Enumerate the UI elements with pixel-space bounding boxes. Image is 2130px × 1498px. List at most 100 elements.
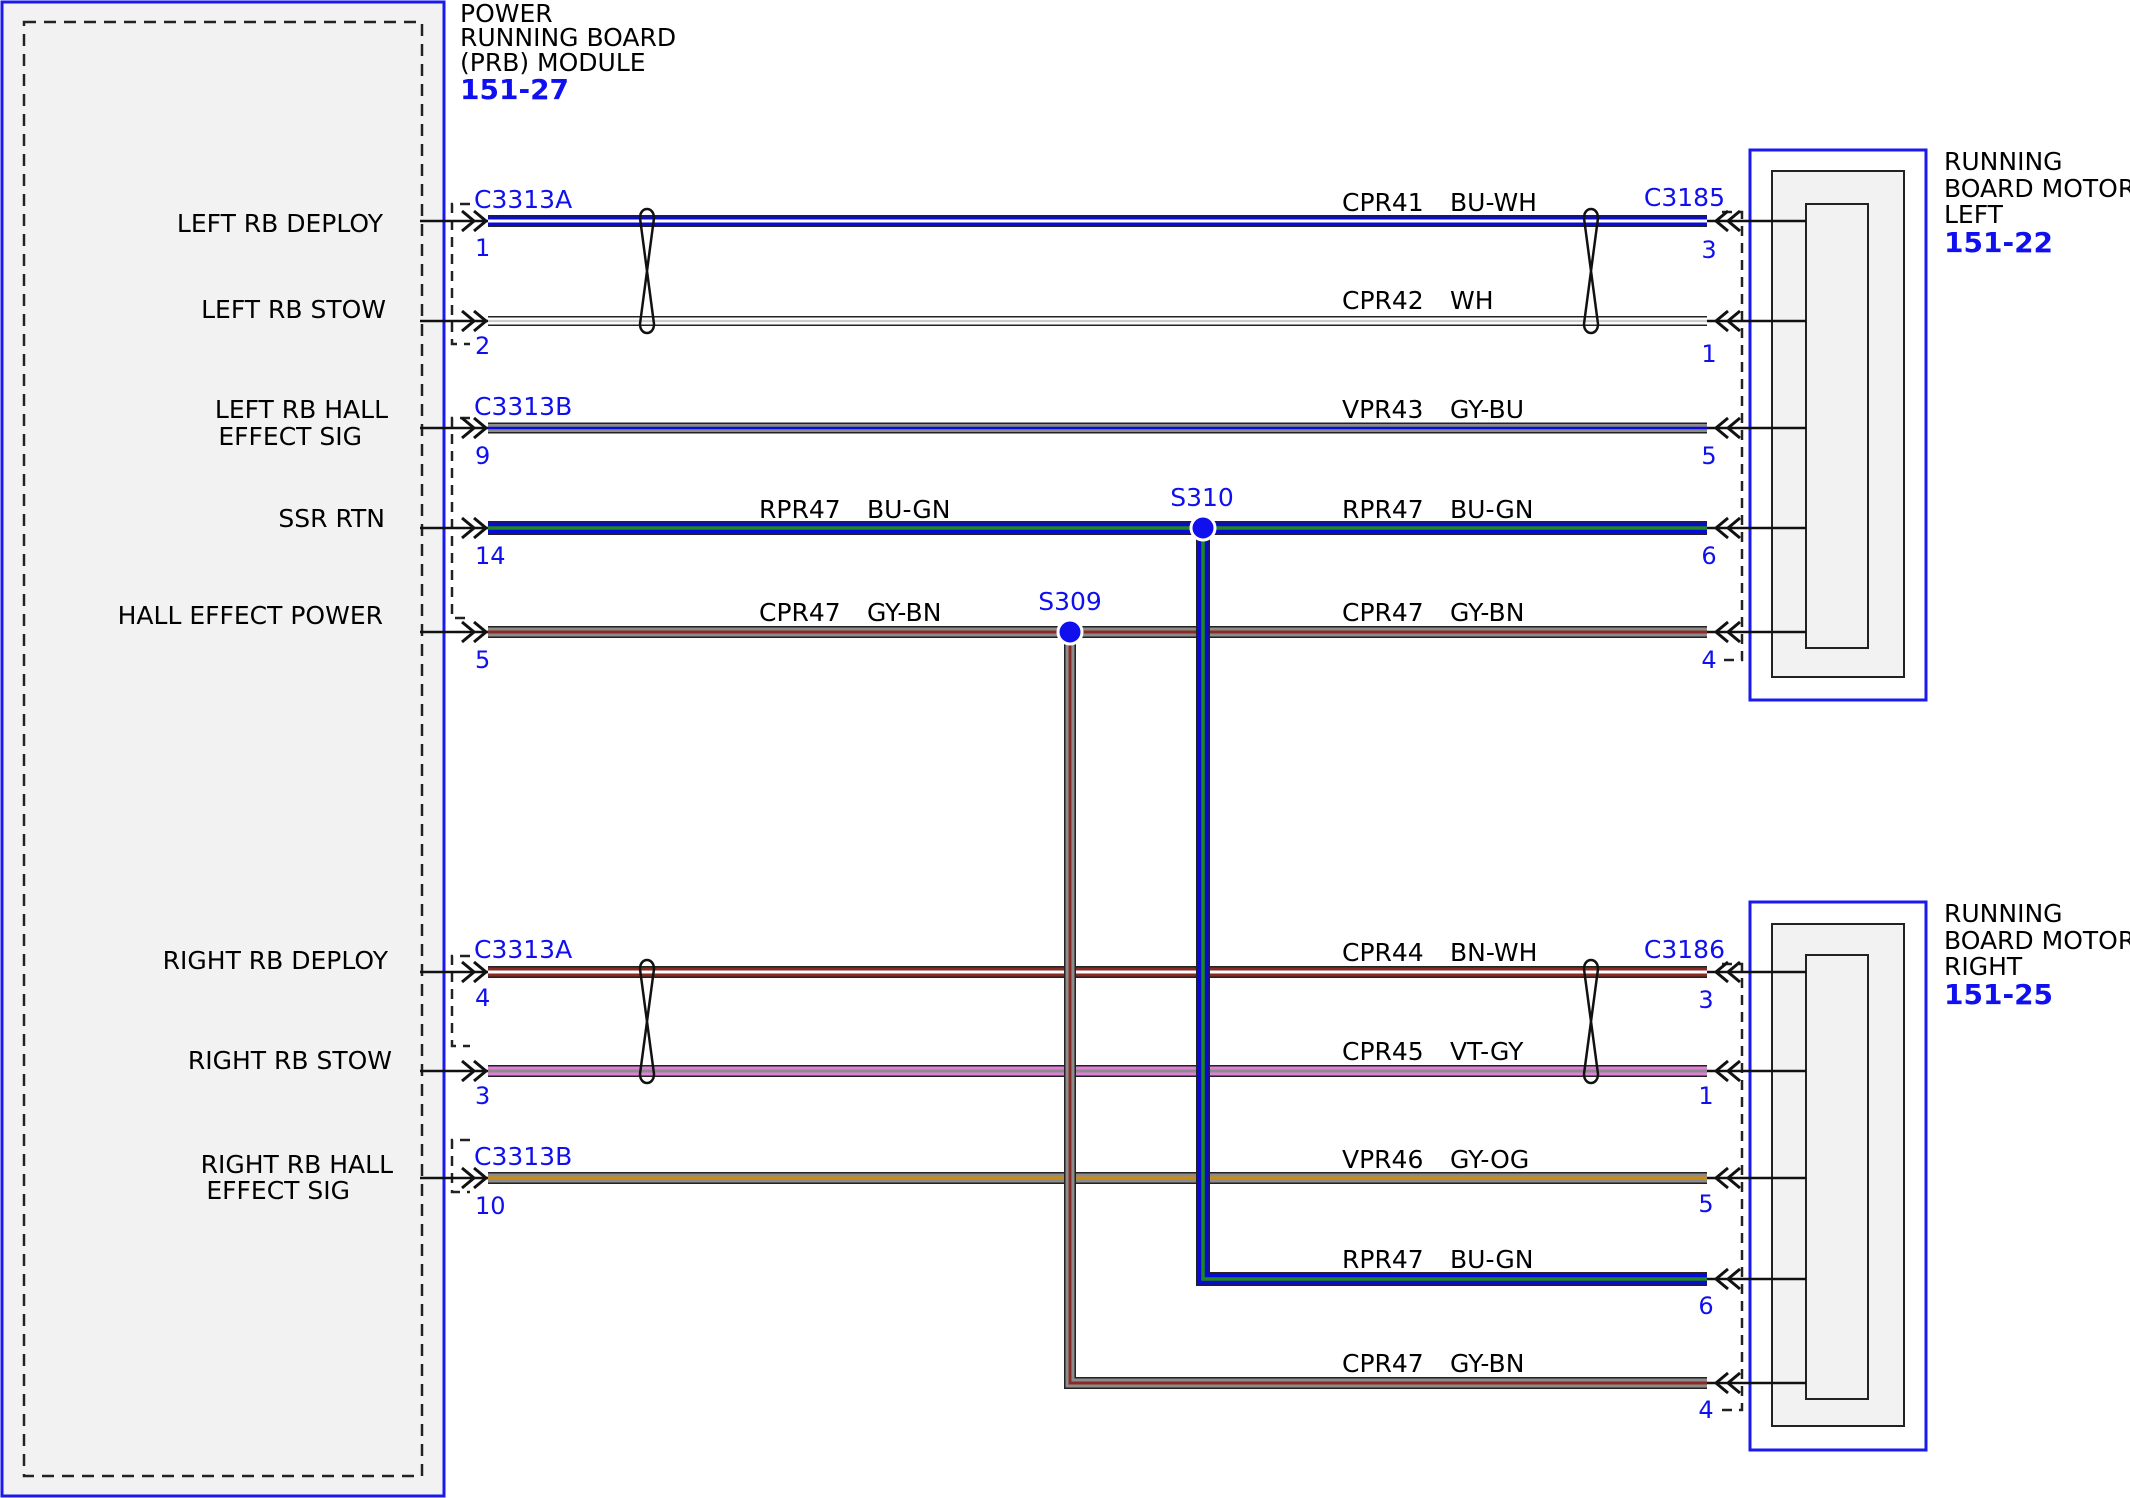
motor-left-pin-4: 4 [1701,646,1716,674]
motor-left-pin-6: 6 [1701,542,1716,570]
wire-color-bn-wh: BN-WH [1450,938,1537,967]
wire-color-bu-gn-left: BU-GN [867,495,950,524]
motor-terminal [1707,960,1806,984]
module-terminal [420,209,489,233]
module-ref: 151-27 [460,73,569,106]
motor-right-pin-5: 5 [1698,1190,1713,1218]
motor-left-title-line-3: LEFT [1944,200,2004,229]
connector-bracket-c3185 [1722,210,1744,662]
signal-right-rb-hall-line-1: RIGHT RB HALL [201,1150,393,1179]
signal-hall-effect-power: HALL EFFECT POWER [118,601,383,630]
motor-right-pin-4: 4 [1698,1396,1713,1424]
motor-right-pin-1: 1 [1698,1082,1713,1110]
wire-label-vpr43: VPR43 [1342,395,1423,424]
motor-left-pin-1: 1 [1701,340,1716,368]
connector-c3185: C3185 [1644,183,1725,212]
wire-color-gy-bn-lower: GY-BN [1450,1349,1524,1378]
connector-bracket-c3313a-right [450,954,470,1048]
prb-module [0,0,446,1498]
twisted-pair-icon [638,958,656,1085]
wire-label-rpr47-lower: RPR47 [1342,1245,1424,1274]
module-pin-10: 10 [475,1192,506,1220]
motor-left [1748,148,1928,702]
splice-s310-dot [1189,514,1217,542]
motor-right-title-line-1: RUNNING [1944,899,2063,928]
wire-color-vt-gy: VT-GY [1450,1037,1524,1066]
connector-bracket-c3186 [1722,962,1744,1412]
prb-module-inner-dashed [22,20,424,1478]
signal-right-rb-deploy: RIGHT RB DEPLOY [163,946,389,975]
motor-left-core [1805,203,1869,649]
module-pin-2: 2 [475,332,490,360]
connector-bracket-c3313b-right [450,1138,470,1194]
wire-color-bu-wh: BU-WH [1450,188,1537,217]
wire-label-cpr45: CPR45 [1342,1037,1424,1066]
wire-color-gy-og: GY-OG [1450,1145,1529,1174]
wire-label-cpr47-lower: CPR47 [1342,1349,1424,1378]
twisted-pair-markers [638,207,1600,1085]
motor-terminal [1707,416,1806,440]
signal-left-rb-deploy: LEFT RB DEPLOY [177,209,384,238]
connector-bracket-c3313a-left [450,202,470,346]
motor-right-title-line-2: BOARD MOTOR, [1944,926,2130,955]
connector-c3186: C3186 [1644,935,1725,964]
module-pin-14: 14 [475,542,506,570]
motor-right-core [1805,954,1869,1400]
wire-label-cpr47-right: CPR47 [1342,598,1424,627]
wire-label-vpr46: VPR46 [1342,1145,1423,1174]
module-terminal [420,309,489,333]
motor-terminal [1707,1166,1806,1190]
motor-right-outer-box [1748,900,1928,1452]
wire-label-rpr47-left: RPR47 [759,495,841,524]
wire-color-gy-bu: GY-BU [1450,395,1524,424]
motor-right [1748,900,1928,1452]
motor-left-outer-box [1748,148,1928,702]
wire-color-bu-gn-right: BU-GN [1450,495,1533,524]
wire-cpr47-branch [1064,632,1707,1389]
module-terminal [420,1166,489,1190]
signal-ssr-rtn: SSR RTN [278,504,385,533]
motor-terminal [1707,1267,1806,1291]
signal-right-rb-stow: RIGHT RB STOW [188,1046,392,1075]
signal-left-rb-stow: LEFT RB STOW [201,295,386,324]
motor-terminal [1707,516,1806,540]
motor-left-pin-3: 3 [1701,236,1716,264]
module-terminal [420,620,489,644]
motor-right-pin-3: 3 [1698,986,1713,1014]
wire-rpr47-branch [1196,528,1707,1286]
connector-c3313b-right: C3313B [474,1142,572,1171]
splice-s309-label: S309 [1038,587,1102,616]
module-title-line-3: (PRB) MODULE [460,48,646,77]
connector-bracket-c3313b-left [450,416,470,620]
motor-terminal [1707,209,1806,233]
module-pin-9: 9 [475,442,490,470]
motor-terminal [1707,309,1806,333]
prb-module-box [0,0,446,1498]
motor-right-ref: 151-25 [1944,978,2053,1011]
wire-label-cpr44: CPR44 [1342,938,1424,967]
signal-right-rb-hall-line-2: EFFECT SIG [206,1176,350,1205]
connector-c3313b-left: C3313B [474,392,572,421]
module-terminal [420,960,489,984]
wire-label-cpr47-left: CPR47 [759,598,841,627]
module-pin-5: 5 [475,646,490,674]
motor-right-pin-6: 6 [1698,1292,1713,1320]
motor-terminal [1707,1371,1806,1395]
module-terminal [420,516,489,540]
wire-color-wh: WH [1450,286,1494,315]
motor-right-title-line-3: RIGHT [1944,952,2023,981]
wire-label-cpr42: CPR42 [1342,286,1424,315]
wire-color-gy-bn-right: GY-BN [1450,598,1524,627]
motor-left-title-line-1: RUNNING [1944,147,2063,176]
motor-left-pin-5: 5 [1701,442,1716,470]
wires [488,215,1707,1389]
module-pin-1: 1 [475,234,490,262]
module-pin-3: 3 [475,1082,490,1110]
splice-s309-dot [1056,618,1084,646]
splice-s310-label: S310 [1170,483,1234,512]
module-terminal [420,416,489,440]
twisted-pair-icon [1582,958,1600,1085]
module-terminal [420,1059,489,1083]
module-title-line-1: POWER [460,0,553,28]
